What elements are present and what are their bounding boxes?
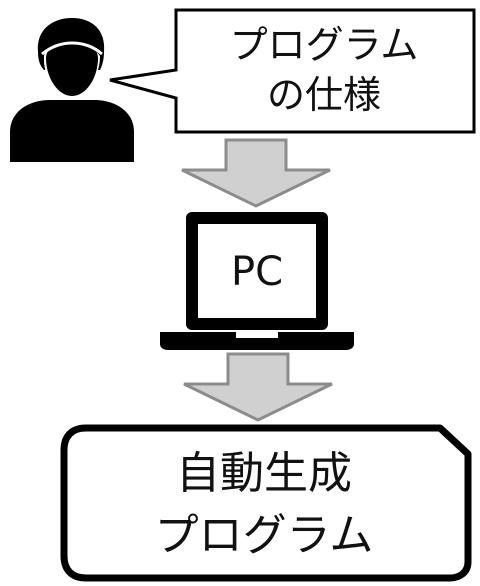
spec-bubble: プログラム の仕様 xyxy=(109,8,476,134)
output-box-line1: 自動生成 xyxy=(176,448,352,499)
output-box-line2: プログラム xyxy=(155,510,374,561)
down-arrow-icon xyxy=(181,138,331,208)
output-program-box: 自動生成 プログラム xyxy=(60,424,472,582)
pc-label: PC xyxy=(231,249,283,295)
laptop-icon: PC xyxy=(160,212,354,350)
spec-bubble-line2: の仕様 xyxy=(267,73,381,117)
person-icon xyxy=(10,18,134,162)
down-arrow-icon xyxy=(183,352,333,422)
spec-bubble-line1: プログラム xyxy=(230,23,419,67)
